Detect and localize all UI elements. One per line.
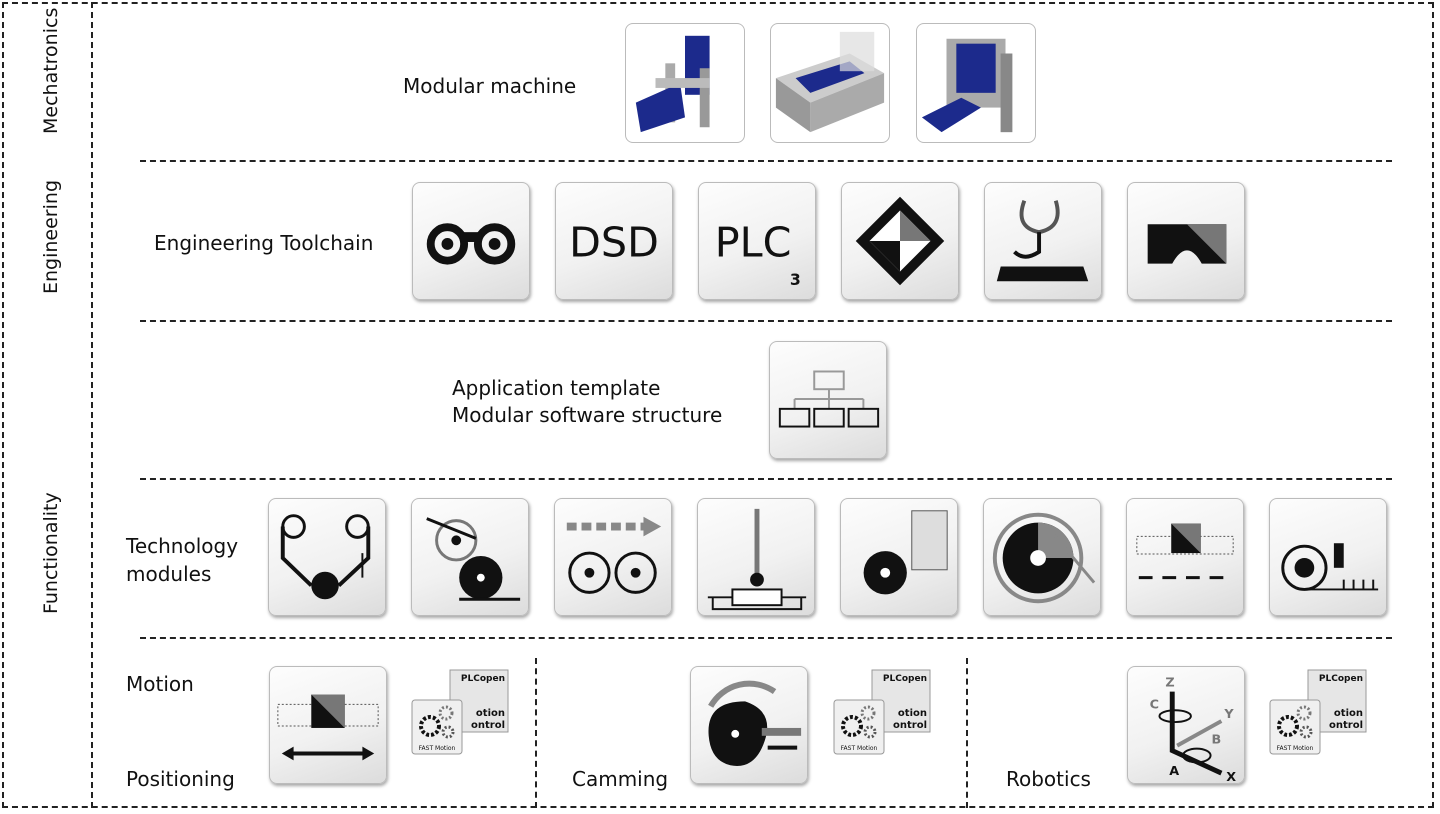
plcopen-title: PLCopen: [461, 674, 505, 684]
plcopen-title: PLCopen: [1319, 674, 1363, 684]
plcopen-line2: ontrol: [471, 720, 505, 731]
plcopen-fast-motion-badge: PLCopen otion ontrol FAST Motion: [410, 668, 510, 756]
motion-label: Motion: [126, 672, 194, 696]
plcopen-line1: otion: [476, 708, 505, 719]
stethoscope-keyboard-icon[interactable]: [984, 182, 1102, 300]
plc-sub: 3: [790, 270, 801, 289]
camming-label: Camming: [572, 767, 669, 791]
plc3-icon[interactable]: PLC 3: [698, 182, 816, 300]
plcopen-line2: ontrol: [893, 720, 927, 731]
axis-y: Y: [1223, 707, 1234, 722]
line-shaft-icon[interactable]: [554, 498, 672, 616]
winder-dancer-icon[interactable]: [268, 498, 386, 616]
diamond-icon[interactable]: [841, 182, 959, 300]
fast-motion-text: FAST Motion: [1277, 745, 1314, 752]
fast-motion-text: FAST Motion: [841, 745, 878, 752]
plcopen-fast-motion-badge: PLCopen otion ontrol FAST Motion: [1268, 668, 1368, 756]
section-label-functionality: Functionality: [40, 492, 62, 614]
software-structure-icon[interactable]: [769, 341, 887, 459]
axis-a: A: [1169, 764, 1179, 779]
axis-c: C: [1150, 697, 1159, 712]
positioning-icon[interactable]: [269, 666, 387, 784]
row-divider: [140, 637, 1392, 639]
application-template-label: Application template: [452, 376, 661, 400]
plcopen-line1: otion: [1334, 708, 1363, 719]
plcopen-title: PLCopen: [883, 674, 927, 684]
fast-motion-text: FAST Motion: [419, 745, 456, 752]
plcopen-line2: ontrol: [1329, 720, 1363, 731]
plc-text: PLC: [715, 219, 792, 267]
dsd-text: DSD: [569, 219, 659, 267]
modular-software-label: Modular software structure: [452, 403, 723, 427]
positioning-label: Positioning: [126, 767, 235, 791]
plcopen-line1: otion: [898, 708, 927, 719]
robotics-label: Robotics: [1006, 767, 1091, 791]
axis-x: X: [1226, 770, 1236, 783]
robot-axes-icon[interactable]: Z C Y B A X: [1127, 666, 1245, 784]
machine-image-3: [916, 23, 1036, 143]
modules-label: modules: [126, 562, 212, 586]
row-divider: [140, 160, 1392, 162]
section-label-mechatronics: Mechatronics: [40, 7, 62, 134]
binoculars-icon[interactable]: [412, 182, 530, 300]
modular-machine-label: Modular machine: [403, 74, 577, 98]
roller-pair-icon[interactable]: [411, 498, 529, 616]
register-control-icon[interactable]: [1269, 498, 1387, 616]
roll-diameter-icon[interactable]: [983, 498, 1101, 616]
bridge-icon[interactable]: [1127, 182, 1245, 300]
section-divider: [91, 2, 93, 808]
row-divider: [140, 478, 1392, 480]
calculator-roll-icon[interactable]: [840, 498, 958, 616]
row-divider: [140, 320, 1392, 322]
column-divider: [966, 658, 968, 808]
dsd-icon[interactable]: DSD: [555, 182, 673, 300]
engineering-toolchain-label: Engineering Toolchain: [154, 231, 374, 255]
axis-b: B: [1212, 733, 1222, 748]
temperature-control-icon[interactable]: [697, 498, 815, 616]
machine-image-1: [625, 23, 745, 143]
machine-image-2: [770, 23, 890, 143]
camming-icon[interactable]: [690, 666, 808, 784]
axis-z: Z: [1165, 676, 1174, 691]
section-label-engineering: Engineering: [40, 180, 62, 294]
technology-label: Technology: [126, 534, 239, 558]
plcopen-fast-motion-badge: PLCopen otion ontrol FAST Motion: [832, 668, 932, 756]
column-divider: [535, 658, 537, 808]
spindle-arrows-icon[interactable]: [1126, 498, 1244, 616]
